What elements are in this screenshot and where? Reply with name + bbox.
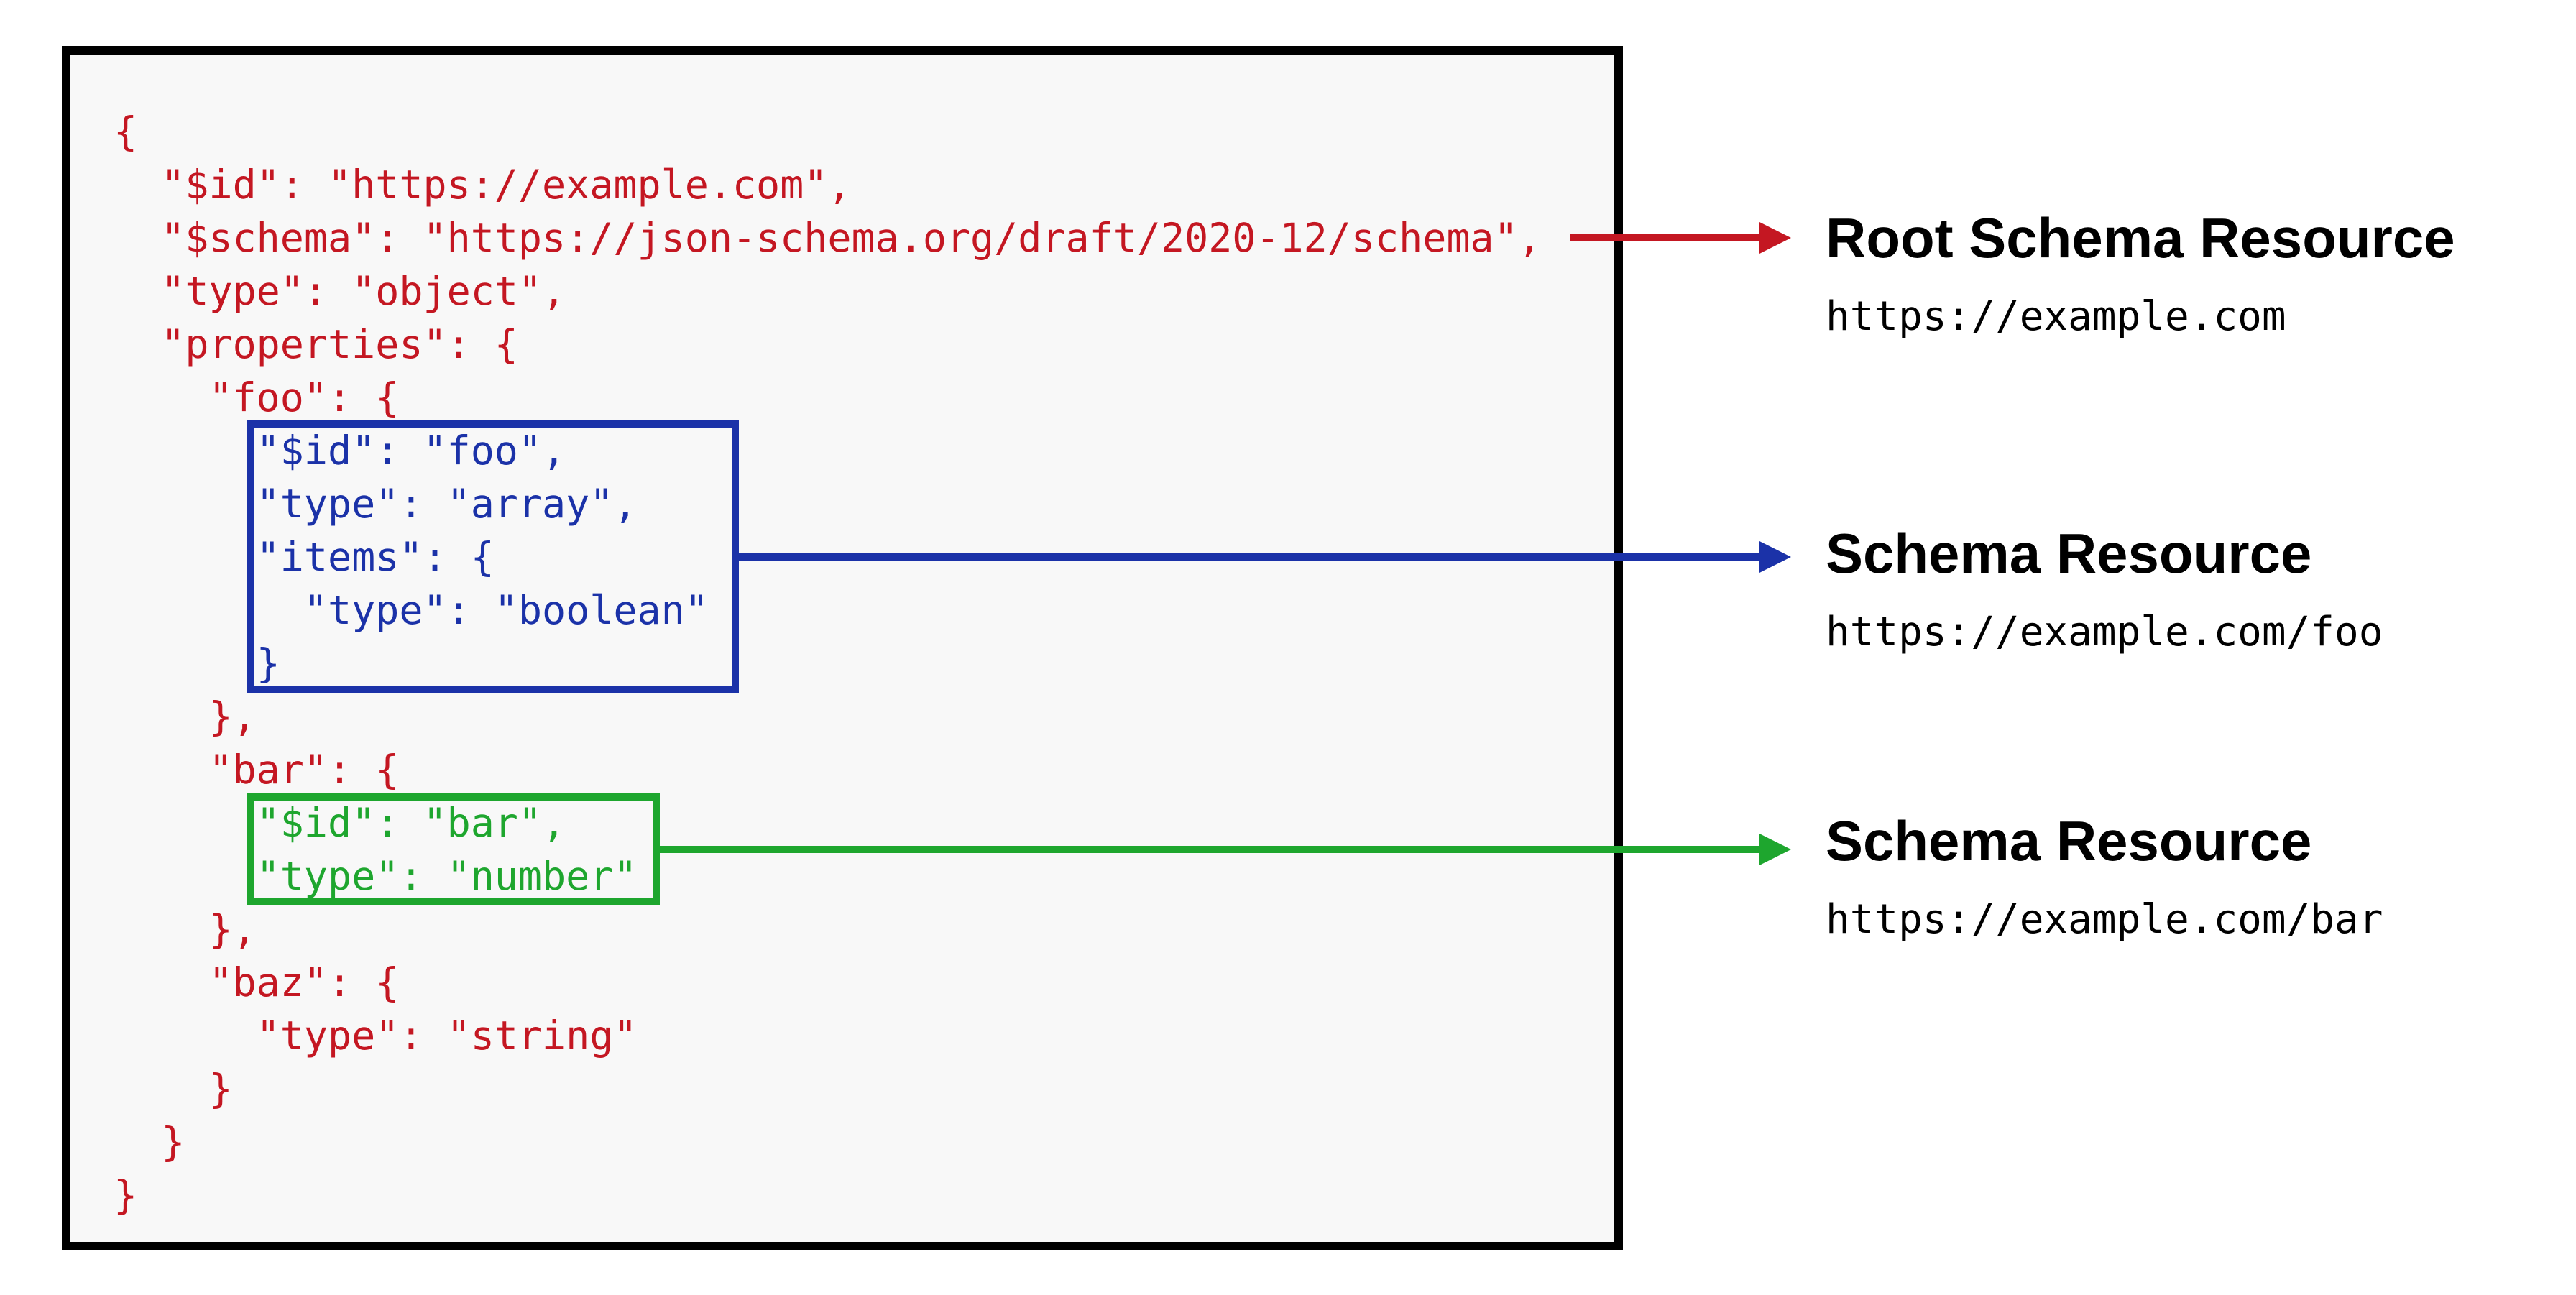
code-line: "$id": "bar", — [114, 800, 566, 846]
annotation-title: Root Schema Resource — [1826, 206, 2455, 269]
bar-schema-arrowhead-icon — [1760, 834, 1791, 865]
code-line: "type": "number" — [114, 853, 638, 899]
code-line: } — [114, 640, 280, 686]
foo-schema-annotation: Schema Resource https://example.com/foo — [1826, 521, 2383, 655]
foo-schema-arrow-shaft — [736, 553, 1760, 561]
code-line: "properties": { — [114, 321, 518, 367]
code-line: "baz": { — [114, 959, 400, 1005]
code-line: "bar": { — [114, 747, 400, 793]
code-line: }, — [114, 693, 257, 739]
code-line: "type": "string" — [114, 1013, 638, 1059]
code-line: "items": { — [114, 534, 494, 580]
annotation-url: https://example.com/bar — [1826, 896, 2383, 943]
code-line: "type": "boolean" — [114, 587, 709, 633]
code-line: "$id": "https://example.com", — [114, 162, 852, 208]
bar-schema-resource-box — [247, 793, 660, 905]
code-line: "$schema": "https://json-schema.org/draf… — [114, 215, 1542, 261]
foo-schema-arrowhead-icon — [1760, 541, 1791, 573]
code-line: "foo": { — [114, 374, 400, 420]
bar-schema-arrow — [657, 834, 1791, 865]
bar-schema-arrow-shaft — [657, 846, 1760, 853]
code-line: } — [114, 1172, 138, 1218]
code-line: "type": "object", — [114, 268, 566, 314]
code-line: { — [114, 109, 138, 155]
code-line: } — [114, 1066, 233, 1112]
root-schema-arrow — [1570, 222, 1791, 254]
schema-code-panel: { "$id": "https://example.com", "$schema… — [62, 46, 1623, 1250]
annotation-title: Schema Resource — [1826, 809, 2312, 872]
code-line: "$id": "foo", — [114, 428, 566, 474]
annotation-url: https://example.com/foo — [1826, 609, 2383, 655]
schema-code-lines: { "$id": "https://example.com", "$schema… — [114, 105, 1542, 1222]
annotation-url: https://example.com — [1826, 293, 2286, 340]
foo-schema-arrow — [736, 541, 1791, 573]
code-line: }, — [114, 906, 257, 952]
root-schema-arrow-shaft — [1570, 234, 1760, 241]
bar-schema-annotation: Schema Resource https://example.com/bar — [1826, 808, 2383, 942]
code-line: } — [114, 1119, 185, 1165]
foo-schema-resource-box — [247, 420, 739, 693]
annotation-title: Schema Resource — [1826, 522, 2312, 585]
root-schema-annotation: Root Schema Resource https://example.com — [1826, 206, 2455, 339]
code-line: "type": "array", — [114, 481, 638, 527]
root-schema-arrowhead-icon — [1760, 222, 1791, 254]
